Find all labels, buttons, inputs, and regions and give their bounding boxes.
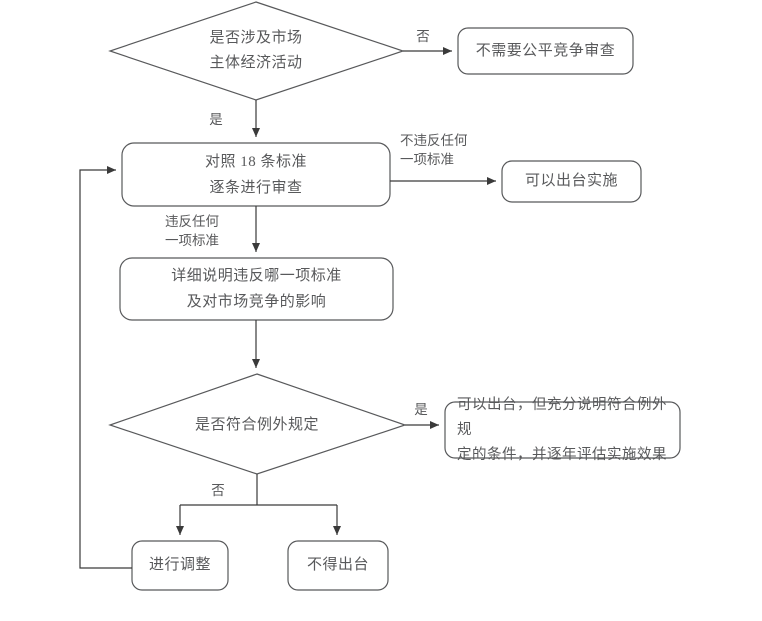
node-box-must-not-issue [287, 540, 389, 591]
node-box-no-review-needed [457, 27, 634, 75]
node-decision-market-activity [108, 1, 405, 101]
node-box-check-18-standards [121, 142, 391, 207]
node-box-conditional-implement [444, 401, 681, 459]
edge-feedback-loop-to-check-standards [79, 166, 132, 569]
node-box-make-adjustment [131, 540, 229, 591]
node-box-explain-violation [119, 257, 394, 321]
node-box-may-implement [501, 160, 642, 203]
node-decision-exception-rules [108, 373, 407, 475]
